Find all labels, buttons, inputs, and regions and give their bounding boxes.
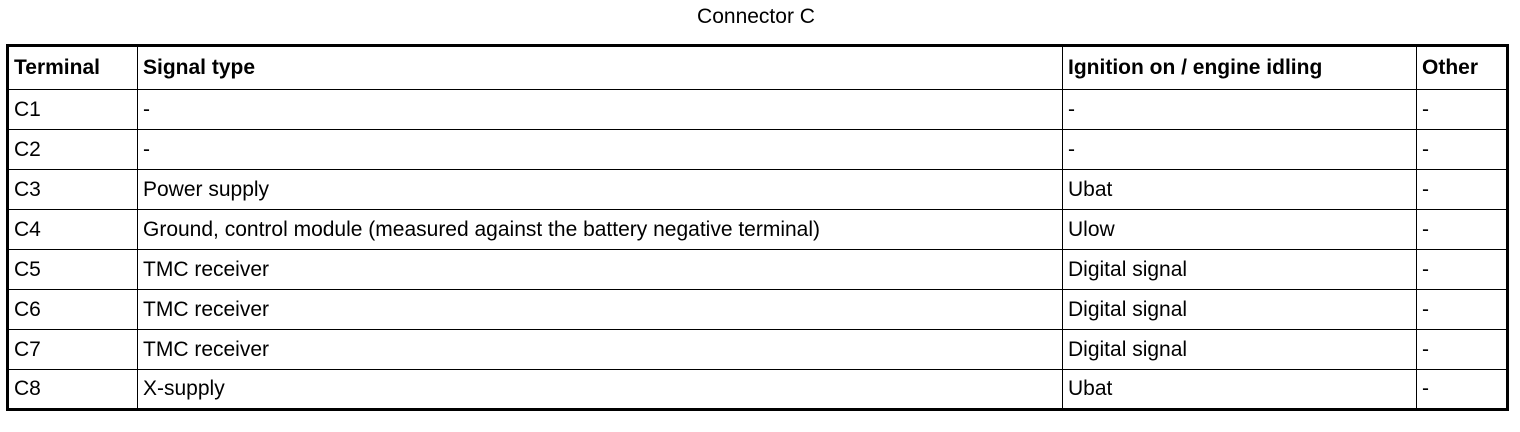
cell-terminal: C8 bbox=[7, 369, 138, 410]
table-row: C4 Ground, control module (measured agai… bbox=[7, 209, 1508, 250]
cell-ignition-on: - bbox=[1062, 129, 1417, 170]
cell-ignition-on: Digital signal bbox=[1062, 249, 1417, 290]
cell-signal-type: - bbox=[137, 89, 1063, 130]
cell-terminal: C5 bbox=[7, 249, 138, 290]
cell-other: - bbox=[1416, 249, 1508, 290]
cell-signal-type: - bbox=[137, 129, 1063, 170]
header-other: Other bbox=[1416, 45, 1508, 90]
table-caption: Connector C bbox=[697, 5, 815, 28]
cell-terminal: C3 bbox=[7, 169, 138, 210]
cell-terminal: C1 bbox=[7, 89, 138, 130]
cell-other: - bbox=[1416, 169, 1508, 210]
table-row: C3 Power supply Ubat - bbox=[7, 169, 1508, 210]
cell-other: - bbox=[1416, 369, 1508, 410]
cell-signal-type: Power supply bbox=[137, 169, 1063, 210]
cell-signal-type: Ground, control module (measured against… bbox=[137, 209, 1063, 250]
cell-signal-type: X-supply bbox=[137, 369, 1063, 410]
cell-terminal: C2 bbox=[7, 129, 138, 170]
cell-signal-type: TMC receiver bbox=[137, 329, 1063, 370]
cell-ignition-on: Digital signal bbox=[1062, 329, 1417, 370]
cell-terminal: C6 bbox=[7, 289, 138, 330]
table-row: C8 X-supply Ubat - bbox=[7, 369, 1508, 410]
header-ignition-on: Ignition on / engine idling bbox=[1062, 45, 1417, 90]
header-signal-type: Signal type bbox=[137, 45, 1063, 90]
table-row: C7 TMC receiver Digital signal - bbox=[7, 329, 1508, 370]
cell-signal-type: TMC receiver bbox=[137, 249, 1063, 290]
table-row: C6 TMC receiver Digital signal - bbox=[7, 289, 1508, 330]
cell-ignition-on: Ubat bbox=[1062, 369, 1417, 410]
cell-other: - bbox=[1416, 289, 1508, 330]
cell-signal-type: TMC receiver bbox=[137, 289, 1063, 330]
connector-table: Terminal Signal type Ignition on / engin… bbox=[6, 44, 1509, 411]
cell-ignition-on: - bbox=[1062, 89, 1417, 130]
cell-ignition-on: Digital signal bbox=[1062, 289, 1417, 330]
table-row: C5 TMC receiver Digital signal - bbox=[7, 249, 1508, 290]
cell-other: - bbox=[1416, 89, 1508, 130]
cell-terminal: C7 bbox=[7, 329, 138, 370]
cell-ignition-on: Ulow bbox=[1062, 209, 1417, 250]
table-row: C2 - - - bbox=[7, 129, 1508, 170]
header-row: Terminal Signal type Ignition on / engin… bbox=[7, 45, 1508, 90]
cell-other: - bbox=[1416, 329, 1508, 370]
table-row: C1 - - - bbox=[7, 89, 1508, 130]
cell-ignition-on: Ubat bbox=[1062, 169, 1417, 210]
cell-other: - bbox=[1416, 209, 1508, 250]
cell-other: - bbox=[1416, 129, 1508, 170]
header-terminal: Terminal bbox=[7, 45, 138, 90]
cell-terminal: C4 bbox=[7, 209, 138, 250]
